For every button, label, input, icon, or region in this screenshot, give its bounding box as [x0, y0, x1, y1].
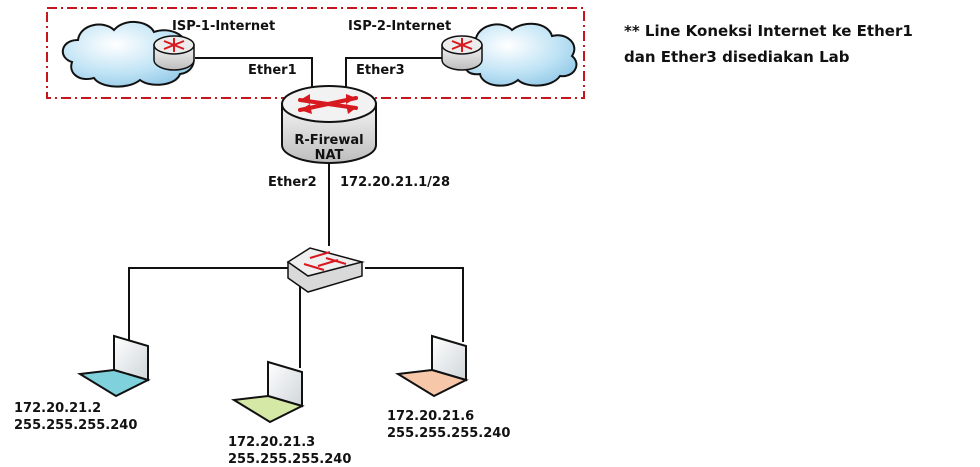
link-isp1-ether1 — [195, 57, 313, 92]
link-isp2-ether3 — [345, 57, 444, 92]
ether2-label: Ether2 — [268, 175, 317, 190]
router-ip-label: 172.20.21.1/28 — [340, 175, 450, 190]
connection-lines — [128, 57, 464, 368]
ether1-label: Ether1 — [248, 63, 297, 78]
host1-ip-label: 172.20.21.2 — [14, 401, 101, 416]
link-switch-host3 — [365, 267, 464, 342]
lab-note-line1: ** Line Koneksi Internet ke Ether1 — [624, 22, 913, 40]
host1-mask-label: 255.255.255.240 — [14, 418, 137, 433]
host3-ip-label: 172.20.21.6 — [387, 409, 474, 424]
isp2-label: ISP-2-Internet — [348, 19, 451, 34]
laptop-host3-icon — [395, 334, 469, 398]
isp1-label: ISP-1-Internet — [172, 19, 275, 34]
isp2-router-icon — [441, 35, 483, 71]
switch-icon — [286, 247, 365, 293]
firewall-router-icon — [281, 85, 377, 164]
laptop-host1-icon — [77, 334, 151, 398]
host3-mask-label: 255.255.255.240 — [387, 426, 510, 441]
isp1-router-icon — [153, 35, 195, 71]
host2-ip-label: 172.20.21.3 — [228, 435, 315, 450]
host2-mask-label: 255.255.255.240 — [228, 452, 351, 467]
laptop-host2-icon — [231, 360, 305, 424]
lab-note-line2: dan Ether3 disediakan Lab — [624, 48, 850, 66]
cloud-isp2-icon — [461, 22, 578, 87]
router-name-label: R-Firewal — [294, 133, 363, 148]
lab-note: ** Line Koneksi Internet ke Ether1 dan E… — [624, 18, 980, 70]
link-switch-host1 — [128, 267, 290, 342]
router-nat-label: NAT — [315, 148, 344, 163]
ether3-label: Ether3 — [356, 63, 405, 78]
